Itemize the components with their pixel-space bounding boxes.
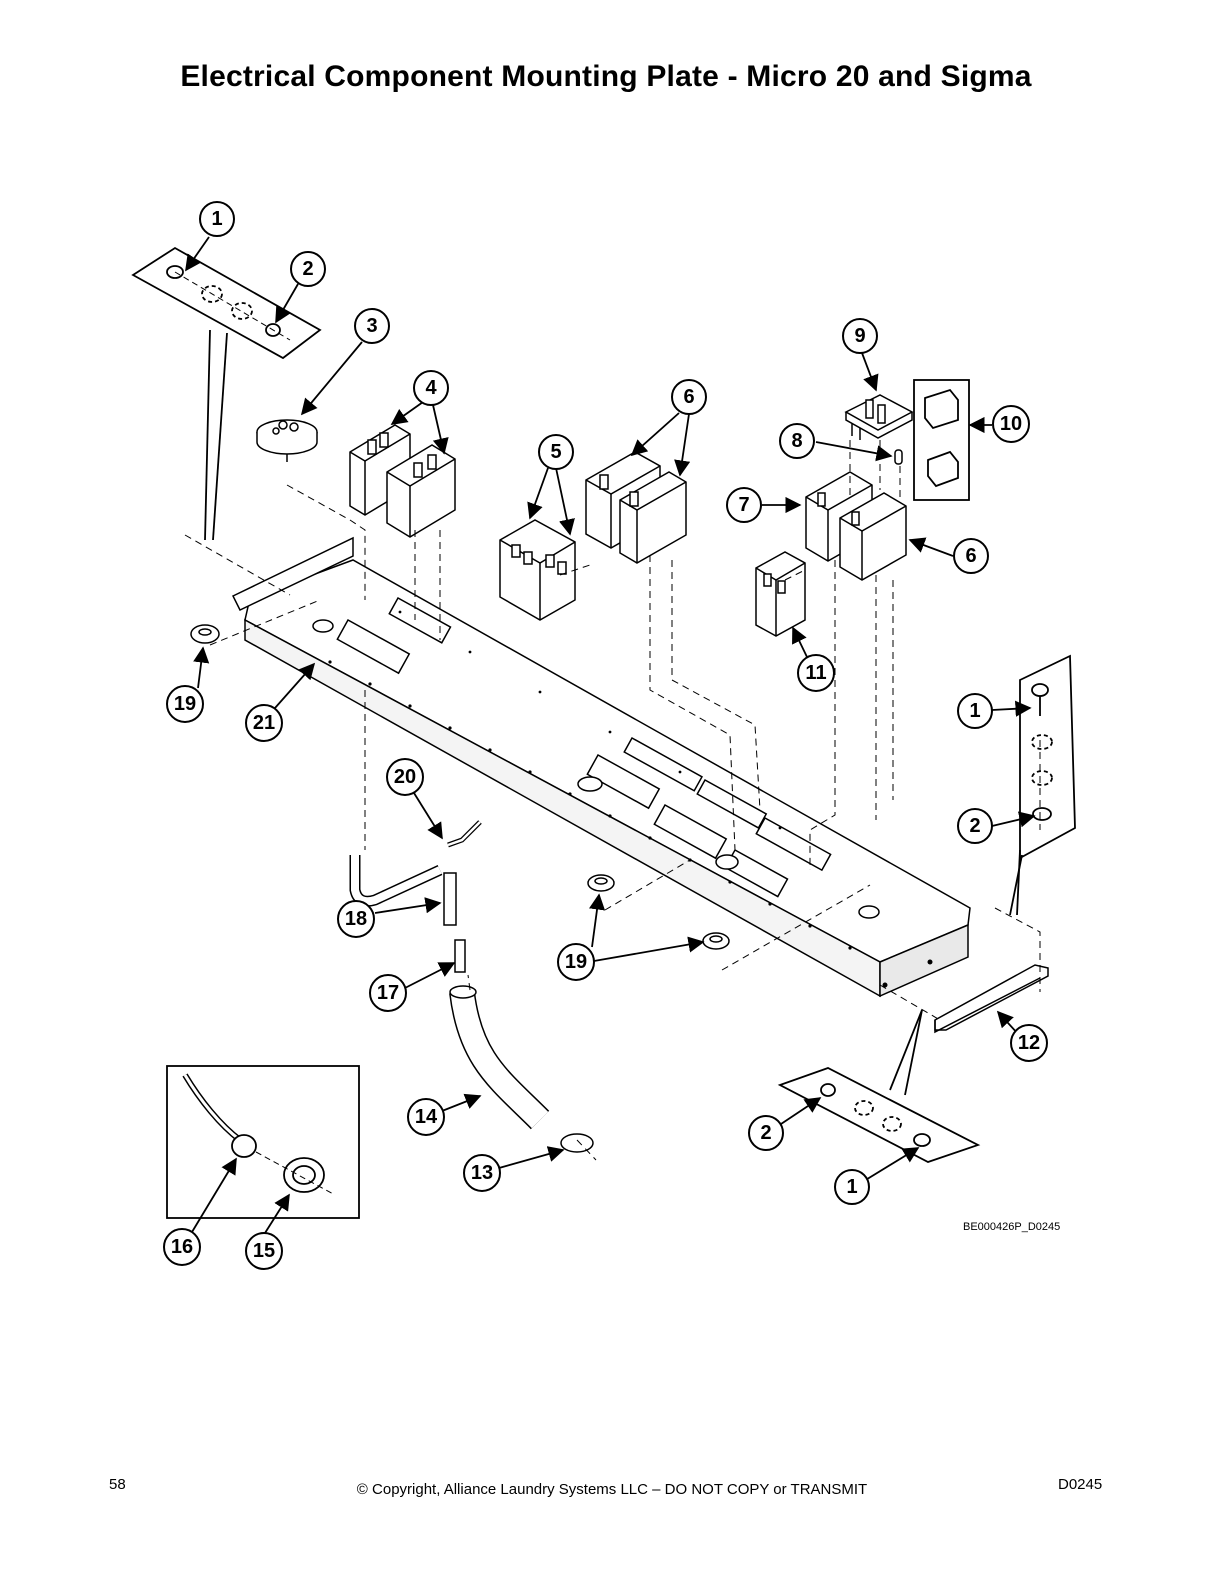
- page-number: 58: [109, 1476, 126, 1493]
- callout-13: 13: [471, 1162, 493, 1184]
- callout-1-bottom: 1: [846, 1176, 857, 1198]
- grommet-detail-inset: [166, 1065, 360, 1219]
- callout-2-top-left: 2: [302, 258, 313, 280]
- callout-9: 9: [854, 325, 865, 347]
- callout-19-center: 19: [565, 951, 587, 973]
- fuse-8: [894, 449, 903, 465]
- callout-3: 3: [366, 315, 377, 337]
- callout-21: 21: [253, 712, 275, 734]
- callout-19-left: 19: [174, 693, 196, 715]
- callout-15: 15: [253, 1240, 275, 1262]
- contactor-pair-6: [585, 451, 687, 564]
- callout-18: 18: [345, 908, 367, 930]
- fastener-box-right: [1019, 654, 1076, 860]
- fastener-box-top-left: [131, 246, 322, 360]
- mounting-plate: [231, 536, 971, 998]
- leader-lines: [185, 236, 1036, 1234]
- auxiliary-contact-block-5: [499, 519, 576, 621]
- callout-11: 11: [805, 662, 826, 684]
- callout-16: 16: [171, 1236, 193, 1258]
- callout-12: 12: [1018, 1032, 1040, 1054]
- callout-8: 8: [791, 430, 802, 452]
- callout-6-right: 6: [965, 545, 976, 567]
- callout-7: 7: [738, 494, 749, 516]
- assembly-dashed-lines: [184, 440, 1041, 1161]
- callout-20: 20: [394, 766, 416, 788]
- callout-2-bottom: 2: [760, 1122, 771, 1144]
- box-pointer-lines: [204, 329, 1023, 1096]
- copyright-notice: © Copyright, Alliance Laundry Systems LL…: [356, 1481, 868, 1498]
- bracket: [934, 964, 1049, 1034]
- pressure-switch: [256, 419, 318, 462]
- grommet-19: [190, 624, 730, 950]
- page-title: Electrical Component Mounting Plate - Mi…: [180, 60, 1032, 93]
- callout-6-top: 6: [683, 386, 694, 408]
- callout-5: 5: [550, 441, 561, 463]
- callout-circles: [163, 201, 1048, 1270]
- drawing-code: BE000426P_D0245: [963, 1221, 1061, 1233]
- callout-10: 10: [1000, 413, 1022, 435]
- callout-4: 4: [425, 377, 437, 399]
- document-id: D0245: [1058, 1476, 1103, 1493]
- fastener-box-bottom-right: [777, 1067, 981, 1163]
- fuse-holder-10-box: [913, 379, 970, 501]
- callout-2-right: 2: [969, 815, 980, 837]
- terminal-block-9: [844, 394, 914, 440]
- callout-1-right: 1: [969, 700, 980, 722]
- plate-hole-row: [328, 610, 933, 988]
- callout-17: 17: [377, 982, 399, 1004]
- contactor-pair-4: [349, 424, 456, 538]
- contactor-pair-7: [805, 471, 907, 581]
- callout-14: 14: [415, 1106, 438, 1128]
- callout-1-top-left: 1: [211, 208, 222, 230]
- overload-relay-11: [755, 551, 806, 637]
